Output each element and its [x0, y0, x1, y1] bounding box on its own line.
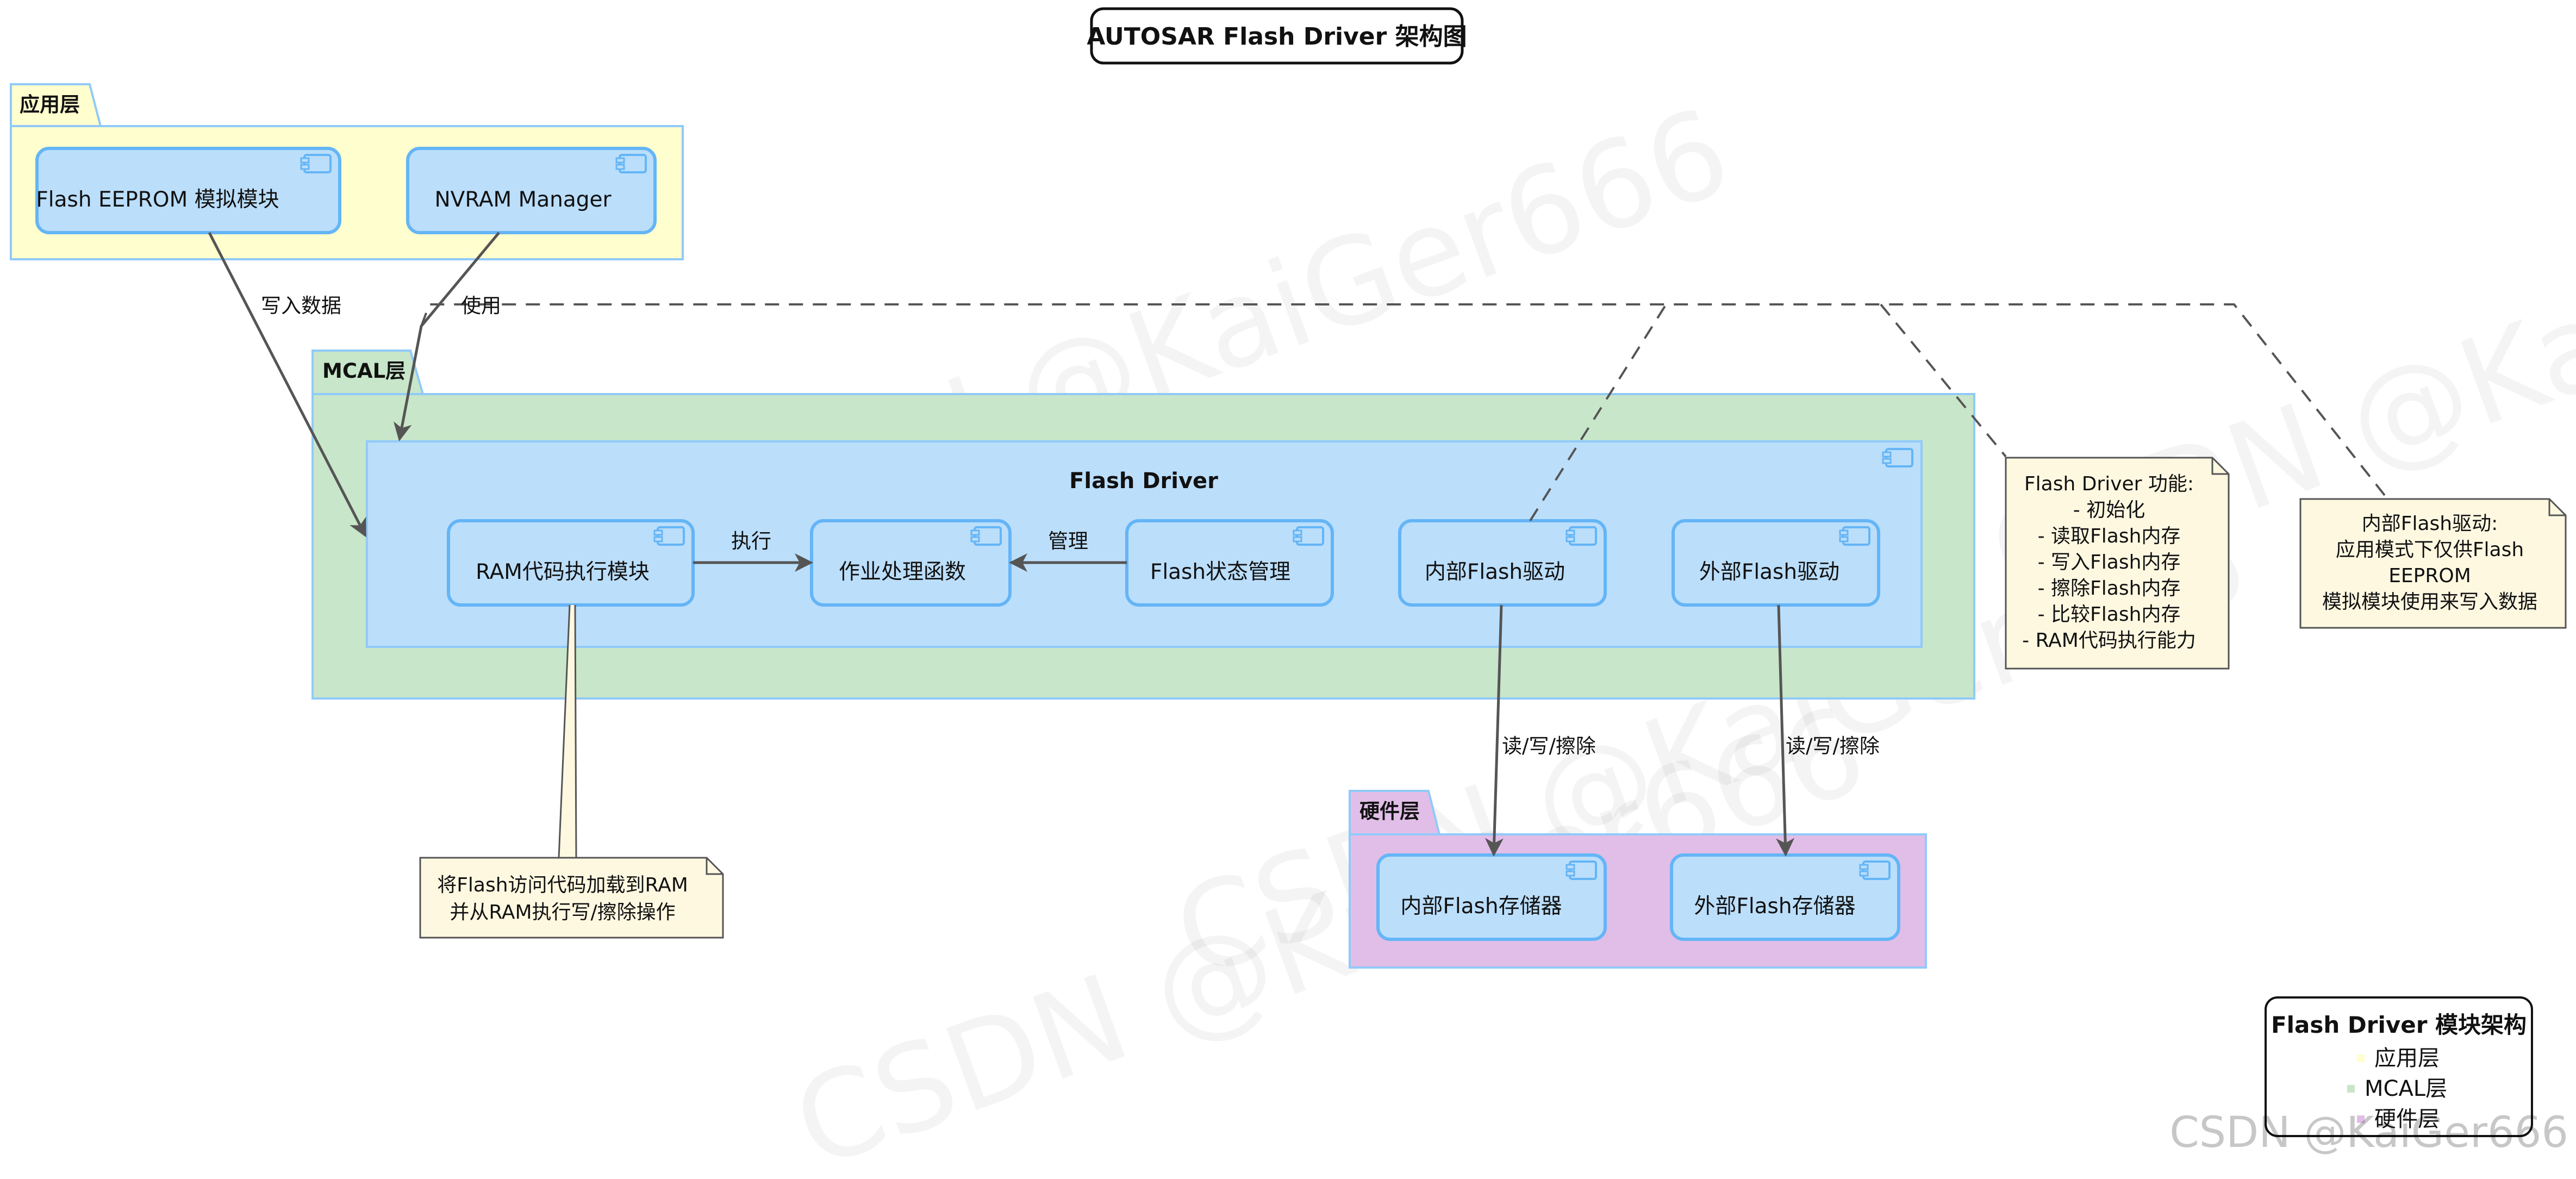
edge-label-write-data: 写入数据	[261, 294, 341, 317]
component-icon	[653, 526, 685, 546]
component-icon	[1293, 526, 1324, 546]
note-line: - RAM代码执行能力	[2022, 629, 2196, 652]
note-link-functions	[1880, 303, 2007, 458]
note-functions: Flash Driver 功能: - 初始化 - 读取Flash内存 - 写入F…	[2005, 457, 2230, 670]
legend-item: MCAL层	[2365, 1076, 2447, 1101]
component-icon	[300, 154, 332, 173]
legend-item: 应用层	[2374, 1046, 2440, 1071]
title-text: AUTOSAR Flash Driver 架构图	[1087, 23, 1467, 51]
component-label: NVRAM Manager	[434, 188, 612, 212]
note-line: 模拟模块使用来写入数据	[2322, 591, 2537, 613]
component-label: 作业处理函数	[839, 560, 966, 584]
note-line: 应用模式下仅供Flash	[2336, 539, 2524, 561]
component-label: RAM代码执行模块	[476, 560, 650, 584]
edge-write-data	[208, 232, 367, 538]
component-icon	[1565, 526, 1597, 546]
component-icon	[615, 154, 647, 173]
note-link-internal-driver	[1529, 303, 1667, 522]
component-icon	[1565, 860, 1597, 880]
flash-driver-label: Flash Driver	[1069, 469, 1218, 494]
edge-internal-rw	[1485, 604, 1504, 857]
component-label: 内部Flash驱动	[1425, 560, 1565, 584]
note-line: - 比较Flash内存	[2038, 603, 2181, 626]
component-label: 外部Flash驱动	[1699, 560, 1839, 584]
diagram-title: AUTOSAR Flash Driver 架构图	[1087, 7, 1467, 65]
note-fold-icon	[2211, 458, 2229, 475]
legend-swatch-mcal	[2347, 1085, 2355, 1093]
note-line: - 初始化	[2073, 499, 2145, 521]
note-line: 内部Flash驱动:	[2362, 513, 2498, 535]
component-internal-storage: 内部Flash存储器	[1376, 853, 1607, 941]
note-line: 将Flash访问代码加载到RAM	[437, 874, 688, 896]
note-line: - 擦除Flash内存	[2038, 577, 2181, 600]
package-hw-label: 硬件层	[1359, 800, 1420, 823]
note-line: 并从RAM执行写/擦除操作	[450, 901, 675, 924]
component-nvram-manager: NVRAM Manager	[406, 147, 657, 234]
package-app-label: 应用层	[20, 93, 80, 116]
component-label: Flash EEPROM 模拟模块	[36, 188, 279, 212]
edge-external-rw	[1776, 604, 1795, 857]
component-label: 外部Flash存储器	[1694, 894, 1855, 919]
csdn-watermark: CSDN @KaiGer666	[2169, 1108, 2568, 1157]
component-icon	[1859, 860, 1891, 880]
note-internal-driver: 内部Flash驱动: 应用模式下仅供Flash EEPROM 模拟模块使用来写入…	[2299, 498, 2567, 629]
component-icon	[970, 526, 1002, 546]
component-flash-eeprom: Flash EEPROM 模拟模块	[35, 147, 341, 234]
note-fold-icon	[2548, 499, 2566, 516]
note-line: EEPROM	[2388, 565, 2471, 587]
legend-swatch-app	[2357, 1055, 2365, 1062]
note-link-internal	[420, 303, 2387, 498]
note-ram: 将Flash访问代码加载到RAM 并从RAM执行写/擦除操作	[419, 857, 724, 939]
component-external-driver: 外部Flash驱动	[1671, 519, 1880, 607]
edge-label-manage: 管理	[1048, 529, 1088, 553]
legend-item: 硬件层	[2374, 1107, 2440, 1132]
edge-label-use: 使用	[461, 294, 501, 317]
note-line: - 读取Flash内存	[2038, 525, 2181, 547]
component-flash-status: Flash状态管理	[1125, 519, 1334, 607]
component-external-storage: 外部Flash存储器	[1670, 853, 1900, 941]
legend-title: Flash Driver 模块架构	[2271, 1012, 2527, 1038]
component-icon	[1839, 526, 1870, 546]
legend: Flash Driver 模块架构 应用层 MCAL层 硬件层	[2265, 996, 2533, 1137]
legend-swatch-hw	[2357, 1115, 2365, 1123]
component-job-processing: 作业处理函数	[810, 519, 1012, 607]
note-links	[420, 303, 2387, 522]
note-line: Flash Driver 功能:	[2024, 473, 2194, 495]
component-ram-exec: RAM代码执行模块	[447, 519, 695, 607]
edge-label-execute: 执行	[731, 529, 771, 553]
note-line: - 写入Flash内存	[2038, 551, 2181, 573]
component-label: 内部Flash存储器	[1400, 894, 1562, 919]
edge-label-rw-external: 读/写/擦除	[1786, 734, 1880, 758]
note-fold-icon	[706, 858, 723, 875]
component-label: Flash状态管理	[1150, 560, 1290, 584]
edge-label-rw-internal: 读/写/擦除	[1502, 734, 1596, 758]
component-icon	[1882, 448, 1913, 467]
component-internal-driver: 内部Flash驱动	[1398, 519, 1607, 607]
package-mcal-label: MCAL层	[322, 359, 406, 383]
